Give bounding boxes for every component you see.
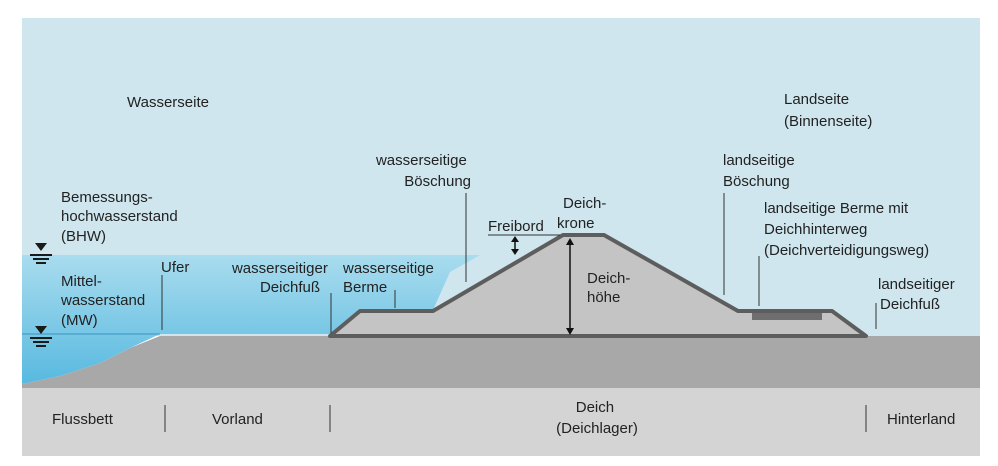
zone-vorland-label: Vorland	[212, 411, 263, 428]
water-body	[22, 255, 480, 384]
freibord-arrow-icon	[511, 236, 519, 255]
bottom-band	[22, 388, 980, 456]
wasserseitiger-deichfuss-label: wasserseitiger Deichfuß	[231, 260, 332, 296]
mw-label: Mittel- wasserstand (MW)	[60, 273, 149, 329]
wasserseitige-berme-label: wasserseitige Berme	[342, 260, 438, 296]
freibord-label: Freibord	[488, 218, 544, 235]
zone-deich-label: Deich (Deichlager)	[556, 399, 638, 437]
landseite-label: Landseite (Binnenseite)	[784, 91, 872, 130]
landseitiger-deichfuss-label: landseitiger Deichfuß	[878, 276, 959, 313]
deichhinterweg-path	[752, 313, 822, 320]
zone-hinterland-label: Hinterland	[887, 411, 955, 428]
landseitige-boeschung-label: landseitige Böschung	[723, 152, 799, 190]
wasserseitige-boeschung-label: wasserseitige Böschung	[375, 152, 471, 190]
ufer-label: Ufer	[161, 259, 189, 276]
water-level-triangle-icon	[30, 243, 52, 264]
deichhoehe-arrow-icon	[566, 238, 574, 335]
deichkrone-label: Deich- krone	[557, 195, 611, 232]
wasserseite-label: Wasserseite	[127, 94, 209, 111]
water-level-triangle-icon	[30, 326, 52, 347]
ground-layer	[22, 336, 980, 388]
dike-body	[328, 233, 868, 338]
bhw-label: Bemessungs- hochwasserstand (BHW)	[61, 189, 182, 245]
zone-flussbett-label: Flussbett	[52, 411, 114, 428]
landseitige-berme-label: landseitige Berme mit Deichhinterweg (De…	[764, 200, 929, 259]
deichhoehe-label: Deich- höhe	[587, 270, 635, 306]
